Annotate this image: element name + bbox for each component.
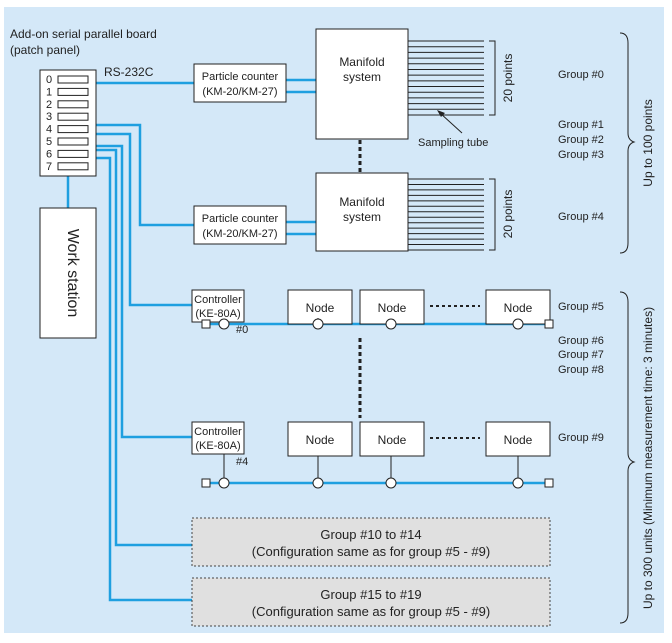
group-box-15-19-line1: Group #15 to #19 (320, 587, 421, 602)
manifold-1 (315, 28, 409, 140)
sampling-tubes-2 (408, 178, 484, 251)
port-number-3: 3 (46, 111, 52, 123)
port-number-5: 5 (46, 136, 52, 148)
manifold-1-line2: system (343, 70, 381, 84)
node-2-3-label: Node (504, 433, 533, 447)
board-title-line2: (patch panel) (10, 43, 80, 57)
controller-4-id: #4 (236, 456, 248, 468)
bus-taps (201, 318, 554, 489)
port-connector-6 (57, 149, 89, 158)
port-connector-5 (57, 137, 89, 146)
port-connector-0 (57, 75, 89, 84)
port-connector-1 (57, 87, 89, 96)
port-number-1: 1 (46, 86, 52, 98)
workstation-box (39, 207, 97, 339)
node-2-2-label: Node (378, 433, 407, 447)
points-label-2: 20 points (501, 190, 515, 239)
controller-4-box (191, 421, 245, 455)
manifold-1-line1: Manifold (339, 55, 384, 69)
node-1-2-label: Node (378, 301, 407, 315)
controller-0-box (191, 289, 245, 323)
brace-300-units (619, 291, 636, 624)
manifold-2-line1: Manifold (339, 195, 384, 209)
group-box-15-19-line2: (Configuration same as for group #5 - #9… (252, 604, 490, 619)
controller-0-line1: Controller (194, 294, 242, 306)
node-2-2 (359, 421, 425, 457)
group-7-label: Group #7 (558, 349, 604, 361)
points-bracket-1 (489, 40, 496, 116)
sampling-tube-arrow (439, 112, 463, 134)
up-to-300-label: Up to 300 units (Minimum measurement tim… (641, 307, 655, 609)
group-9-label: Group #9 (558, 432, 604, 444)
port-number-4: 4 (46, 124, 52, 136)
particle-counter-1-line1: Particle counter (202, 71, 279, 83)
group-6-label: Group #6 (558, 335, 604, 347)
particle-counter-2 (193, 205, 287, 245)
controller-4-line2: (KE-80A) (195, 440, 240, 452)
node-1-1 (287, 289, 353, 325)
points-bracket-2 (489, 178, 496, 251)
points-label-1: 20 points (501, 54, 515, 103)
group-5-label: Group #5 (558, 301, 604, 313)
group-box-15-19 (191, 577, 551, 627)
connection-lines (66, 78, 545, 602)
group-box-10-14-line1: Group #10 to #14 (320, 527, 421, 542)
port-number-2: 2 (46, 99, 52, 111)
group-8-label: Group #8 (558, 364, 604, 376)
group-2-label: Group #2 (558, 134, 604, 146)
particle-counter-2-line1: Particle counter (202, 213, 279, 225)
manifold-2 (315, 172, 409, 252)
group-1-label: Group #1 (558, 119, 604, 131)
node-row-1: Node Node Node (287, 289, 551, 325)
up-to-100-label: Up to 100 points (641, 99, 655, 186)
node-1-1-label: Node (306, 301, 335, 315)
group-0-label: Group #0 (558, 69, 604, 81)
board-title-line1: Add-on serial parallel board (10, 27, 157, 41)
particle-counter-1 (193, 63, 287, 103)
group-box-10-14 (191, 517, 551, 567)
brace-100-points (619, 32, 636, 254)
particle-counter-2-line2: (KM-20/KM-27) (202, 228, 277, 240)
node-1-3-label: Node (504, 301, 533, 315)
manifold-2-line2: system (343, 210, 381, 224)
workstation-label: Work station (64, 229, 81, 318)
rs232c-label: RS-232C (104, 65, 154, 79)
sampling-tubes-1 (408, 40, 484, 116)
group-3-label: Group #3 (558, 149, 604, 161)
particle-counter-1-line2: (KM-20/KM-27) (202, 86, 277, 98)
node-2-1 (287, 421, 353, 457)
node-2-3 (485, 421, 551, 457)
controller-0-id: #0 (236, 324, 248, 336)
port-number-0: 0 (46, 74, 52, 86)
port-connector-7 (57, 162, 89, 171)
port-number-6: 6 (46, 148, 52, 160)
port-connector-3 (57, 112, 89, 121)
patch-panel (39, 69, 97, 177)
group-4-label: Group #4 (558, 211, 604, 223)
controller-4-line1: Controller (194, 426, 242, 438)
sampling-tube-label: Sampling tube (418, 137, 488, 149)
node-2-1-label: Node (306, 433, 335, 447)
port-number-7: 7 (46, 161, 52, 173)
port-connector-2 (57, 100, 89, 109)
port-connector-4 (57, 125, 89, 134)
group-box-10-14-line2: (Configuration same as for group #5 - #9… (252, 544, 490, 559)
sampling-tube-arrowhead (437, 110, 445, 117)
node-row-2: Node Node Node (287, 421, 551, 457)
controller-0-line2: (KE-80A) (195, 308, 240, 320)
